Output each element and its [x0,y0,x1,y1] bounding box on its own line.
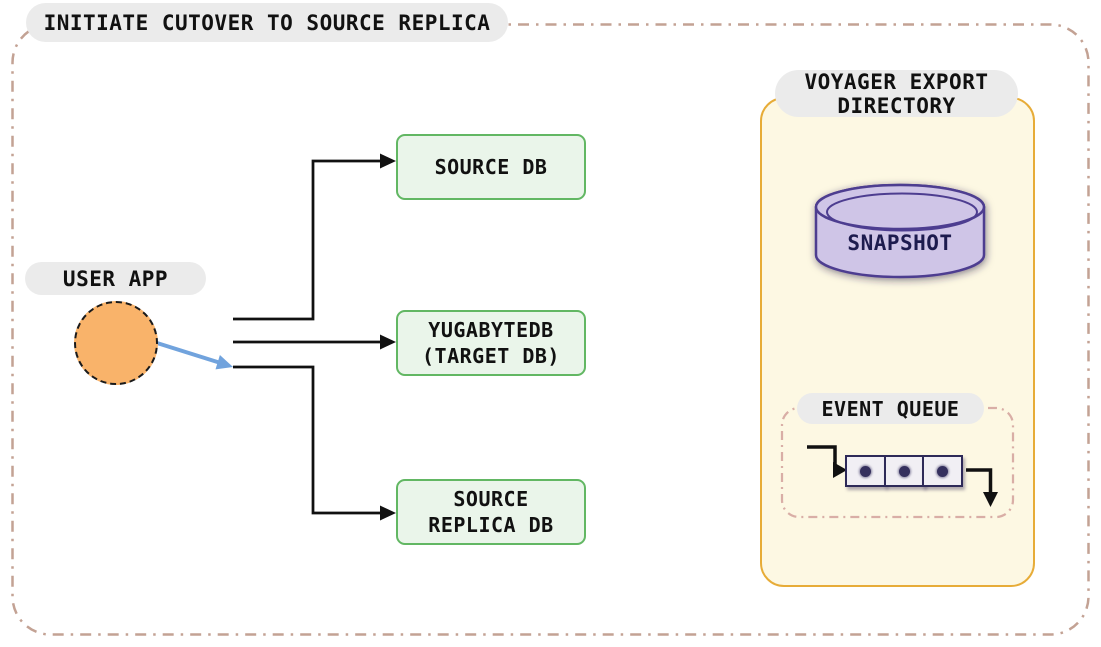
source-replica-db-label-line2: REPLICA DB [428,513,554,537]
voyager-export-directory-container [760,97,1035,587]
source-replica-db-label-line1: SOURCE [453,487,529,511]
event-queue-label-text: EVENT QUEUE [821,396,960,421]
connector-replica-db-arrowhead [380,505,396,521]
connector-target-db-arrowhead [380,334,396,350]
target-db-label-line2: (TARGET DB) [422,344,560,368]
diagram-title: INITIATE CUTOVER TO SOURCE REPLICA [26,3,508,42]
event-queue-cells [845,455,963,487]
diagram-title-text: INITIATE CUTOVER TO SOURCE REPLICA [43,10,491,35]
event-queue-label: EVENT QUEUE [797,393,984,424]
target-db-label-line1: YUGABYTEDB [428,318,554,342]
target-db-node: YUGABYTEDB (TARGET DB) [396,310,586,376]
voyager-label-line1: VOYAGER EXPORT [804,69,989,94]
queue-cell [883,455,925,487]
connector-user-to-replica-db [233,365,380,515]
snapshot-label: SNAPSHOT [847,231,953,255]
queue-cell [922,455,963,487]
queue-item-dot [937,465,948,477]
connector-source-db-arrowhead [380,153,396,169]
cutover-arrow-arrowhead [215,355,233,370]
user-app-label: USER APP [25,262,206,295]
queue-item-dot [898,465,910,477]
queue-item-dot [860,465,871,477]
source-db-node: SOURCE DB [396,134,586,200]
source-replica-db-node: SOURCE REPLICA DB [396,479,586,545]
connector-user-to-source-db [233,159,380,321]
cutover-arrow-line [156,341,220,365]
source-db-label: SOURCE DB [434,155,548,179]
user-app-label-text: USER APP [62,266,169,291]
voyager-export-directory-label: VOYAGER EXPORT DIRECTORY [775,69,1018,118]
voyager-label-line2: DIRECTORY [837,93,956,118]
queue-cell [845,455,886,487]
user-app-node [74,301,158,385]
